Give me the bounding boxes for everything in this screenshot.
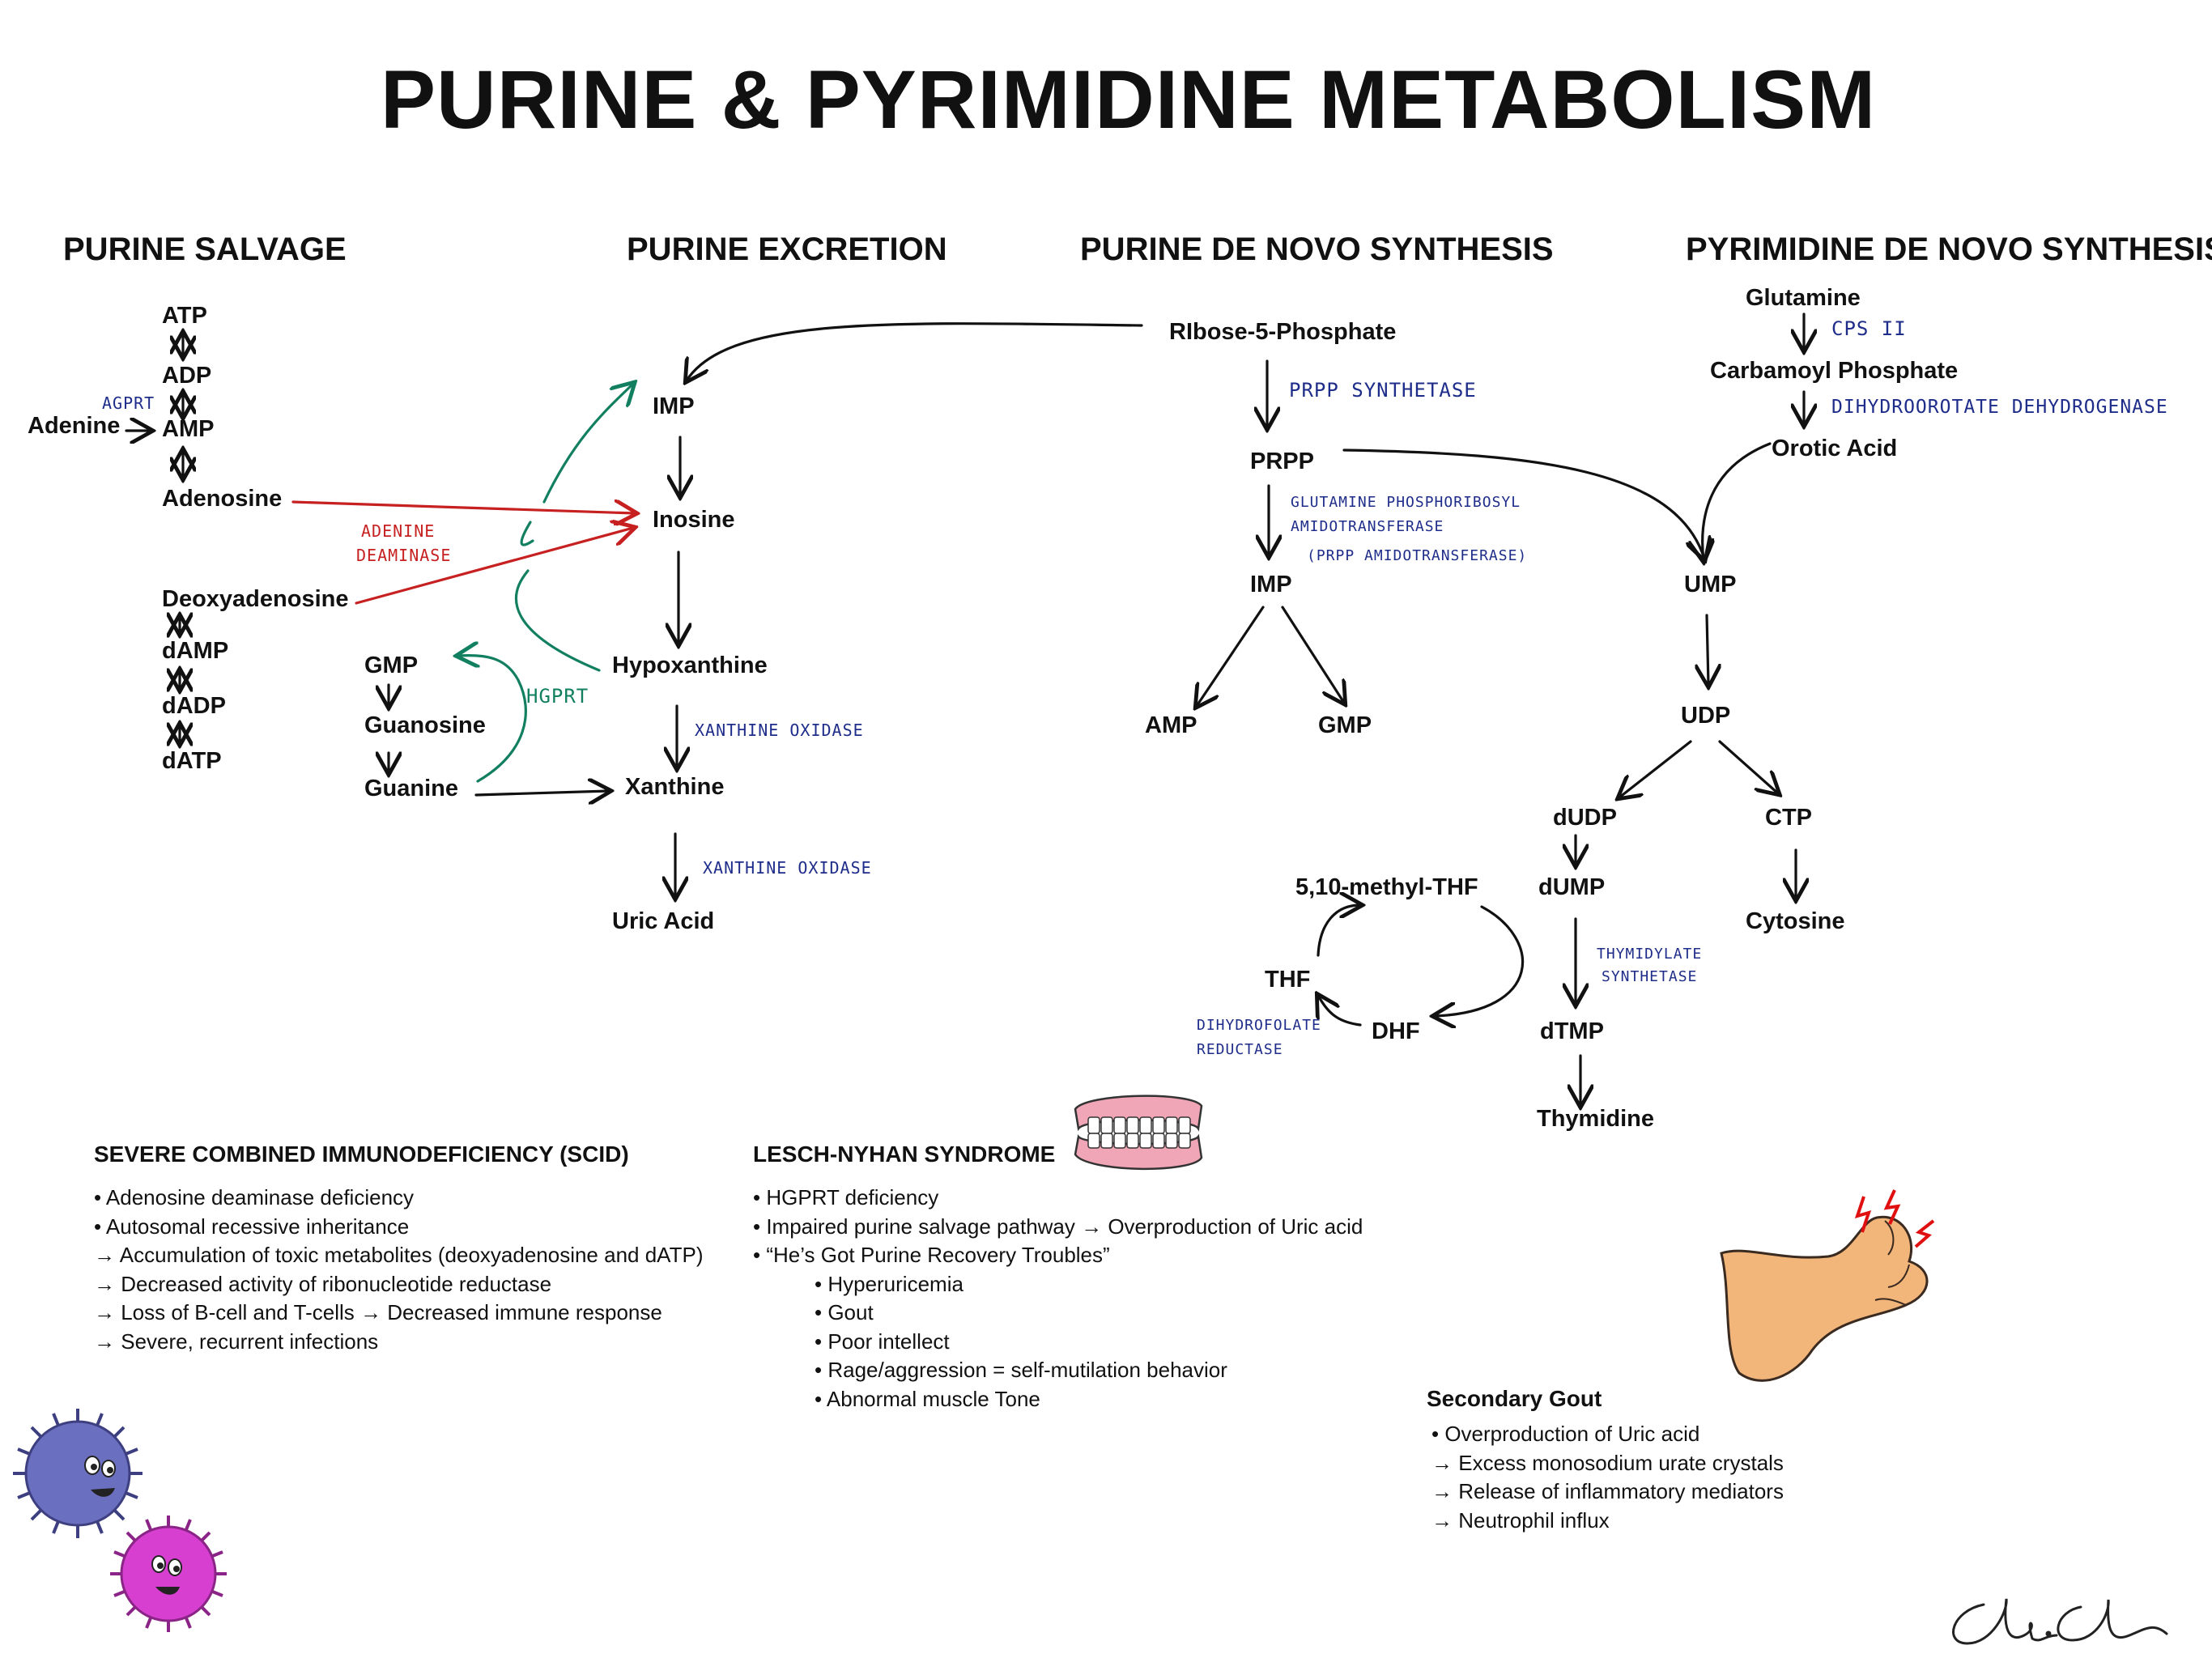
node-xanthine: Xanthine bbox=[625, 774, 725, 800]
enzyme-xanthine-oxidase-2: XANTHINE OXIDASE bbox=[703, 858, 872, 878]
scid-line: → Severe, recurrent infections bbox=[94, 1329, 379, 1354]
enzyme-thymidylate-synthetase-line1: THYMIDYLATE bbox=[1597, 946, 1703, 963]
node-uric-acid: Uric Acid bbox=[612, 908, 715, 934]
node-amp: AMP bbox=[162, 416, 215, 442]
lesch-nyhan-list: • HGPRT deficiency • Impaired purine sal… bbox=[753, 1184, 1363, 1414]
enzyme-hgprt: HGPRT bbox=[526, 685, 589, 708]
section-purine-salvage: PURINE SALVAGE bbox=[63, 232, 347, 267]
node-glutamine: Glutamine bbox=[1746, 285, 1861, 311]
node-dtmp: dTMP bbox=[1540, 1018, 1604, 1044]
section-purine-de-novo: PURINE DE NOVO SYNTHESIS bbox=[1080, 232, 1554, 267]
node-dudp: dUDP bbox=[1553, 805, 1617, 831]
scid-list: • Adenosine deaminase deficiency • Autos… bbox=[94, 1184, 703, 1356]
node-prpp: PRPP bbox=[1250, 449, 1314, 474]
gout-foot-icon bbox=[1720, 1189, 1935, 1382]
enzyme-prpp-synthetase: PRPP SYNTHETASE bbox=[1289, 379, 1477, 402]
node-adp: ADP bbox=[162, 363, 212, 389]
enzyme-dihydroorotate-dehydrogenase: DIHYDROOROTATE DEHYDROGENASE bbox=[1831, 397, 2168, 418]
lesch-sub-line: • Rage/aggression = self-mutilation beha… bbox=[815, 1358, 1227, 1382]
section-purine-excretion: PURINE EXCRETION bbox=[627, 232, 947, 267]
node-hypoxanthine: Hypoxanthine bbox=[612, 653, 768, 678]
enzyme-gpat-line2: AMIDOTRANSFERASE bbox=[1291, 518, 1444, 535]
node-adenosine: Adenosine bbox=[162, 486, 283, 512]
enzyme-thymidylate-synthetase-line2: SYNTHETASE bbox=[1602, 968, 1698, 985]
scid-heading: SEVERE COMBINED IMMUNODEFICIENCY (SCID) bbox=[94, 1141, 629, 1167]
scid-line: → Accumulation of toxic metabolites (deo… bbox=[94, 1243, 704, 1267]
node-orotic-acid: Orotic Acid bbox=[1772, 436, 1898, 461]
node-gmp-de-novo: GMP bbox=[1318, 712, 1372, 738]
node-ctp: CTP bbox=[1765, 805, 1812, 831]
node-dadp: dADP bbox=[162, 693, 226, 719]
lesch-sub-line: • Gout bbox=[815, 1300, 874, 1324]
node-cytosine: Cytosine bbox=[1746, 908, 1845, 934]
enzyme-xanthine-oxidase-1: XANTHINE OXIDASE bbox=[695, 721, 864, 740]
lesch-line: • “He’s Got Purine Recovery Troubles” bbox=[753, 1243, 1110, 1267]
node-5-10-methyl-thf: 5,10-methyl-THF bbox=[1295, 874, 1478, 900]
node-guanosine: Guanosine bbox=[364, 712, 486, 738]
gout-line: → Neutrophil influx bbox=[1431, 1507, 1610, 1533]
enzyme-adenine-deaminase-line1: ADENINE bbox=[361, 521, 436, 541]
gout-line: → Release of inflammatory mediators bbox=[1431, 1479, 1784, 1503]
secondary-gout-list: • Overproduction of Uric acid → Excess m… bbox=[1431, 1420, 1784, 1535]
gout-line: • Overproduction of Uric acid bbox=[1431, 1422, 1700, 1446]
node-dump: dUMP bbox=[1538, 874, 1606, 900]
node-ump: UMP bbox=[1684, 572, 1737, 597]
node-imp-de-novo: IMP bbox=[1250, 572, 1292, 597]
node-amp-de-novo: AMP bbox=[1145, 712, 1197, 738]
lesch-sub-line: • Abnormal muscle Tone bbox=[815, 1386, 1040, 1411]
node-imp-excretion: IMP bbox=[653, 393, 695, 419]
germ-pink-icon bbox=[110, 1516, 227, 1632]
lesch-nyhan-heading: LESCH-NYHAN SYNDROME bbox=[753, 1141, 1056, 1167]
signature-icon bbox=[1952, 1598, 2168, 1645]
node-adenine: Adenine bbox=[28, 413, 121, 439]
node-datp: dATP bbox=[162, 748, 222, 774]
enzyme-dhfr-line1: DIHYDROFOLATE bbox=[1197, 1017, 1321, 1034]
lesch-sub-line: • Hyperuricemia bbox=[815, 1271, 963, 1296]
enzyme-dhfr-line2: REDUCTASE bbox=[1197, 1041, 1283, 1058]
node-atp: ATP bbox=[162, 303, 207, 329]
node-thymidine: Thymidine bbox=[1537, 1106, 1655, 1132]
enzyme-gpat-line3: (PRPP AMIDOTRANSFERASE) bbox=[1307, 547, 1528, 564]
enzyme-adenine-deaminase-line2: DEAMINASE bbox=[356, 546, 452, 565]
node-deoxyadenosine: Deoxyadenosine bbox=[162, 586, 349, 612]
node-udp: UDP bbox=[1681, 703, 1731, 729]
germ-purple-icon bbox=[13, 1409, 143, 1538]
node-dhf: DHF bbox=[1372, 1018, 1420, 1044]
lesch-line: • Impaired purine salvage pathway → Over… bbox=[753, 1214, 1363, 1239]
scid-line: • Adenosine deaminase deficiency bbox=[94, 1185, 415, 1209]
secondary-gout-heading: Secondary Gout bbox=[1427, 1386, 1602, 1411]
node-guanine: Guanine bbox=[364, 776, 459, 801]
node-ribose-5-phosphate: RIbose-5-Phosphate bbox=[1169, 319, 1397, 345]
page-title: PURINE & PYRIMIDINE METABOLISM bbox=[381, 53, 1877, 146]
dentures-icon bbox=[1074, 1095, 1203, 1170]
scid-line: → Loss of B-cell and T-cells → Decreased… bbox=[94, 1300, 662, 1324]
section-pyrimidine-de-novo: PYRIMIDINE DE NOVO SYNTHESIS bbox=[1686, 232, 2212, 267]
node-damp: dAMP bbox=[162, 638, 229, 664]
node-carbamoyl-phosphate: Carbamoyl Phosphate bbox=[1710, 358, 1959, 384]
scid-line: → Decreased activity of ribonucleotide r… bbox=[94, 1271, 552, 1296]
enzyme-cps2: CPS II bbox=[1831, 317, 1907, 340]
lesch-line: • HGPRT deficiency bbox=[753, 1185, 939, 1209]
node-gmp-salvage: GMP bbox=[364, 653, 419, 678]
enzyme-gpat-line1: GLUTAMINE PHOSPHORIBOSYL bbox=[1291, 494, 1521, 511]
lesch-sub-line: • Poor intellect bbox=[815, 1329, 950, 1354]
gout-line: → Excess monosodium urate crystals bbox=[1431, 1450, 1784, 1475]
scid-line: • Autosomal recessive inheritance bbox=[94, 1214, 410, 1239]
node-thf: THF bbox=[1265, 967, 1311, 993]
node-inosine: Inosine bbox=[653, 507, 735, 533]
enzyme-agprt: AGPRT bbox=[102, 393, 155, 413]
